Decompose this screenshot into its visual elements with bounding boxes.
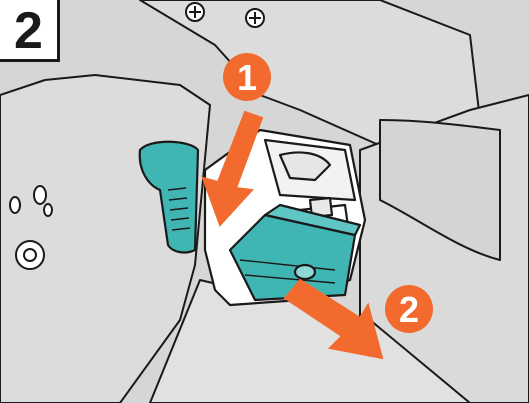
callout-badge-2: 2 [385, 285, 433, 333]
callout-label-2: 2 [399, 289, 419, 330]
step-number-box: 2 [0, 0, 60, 62]
callout-label-1: 1 [237, 57, 257, 98]
callout-badge-1: 1 [223, 53, 271, 101]
step-number: 2 [14, 5, 43, 57]
